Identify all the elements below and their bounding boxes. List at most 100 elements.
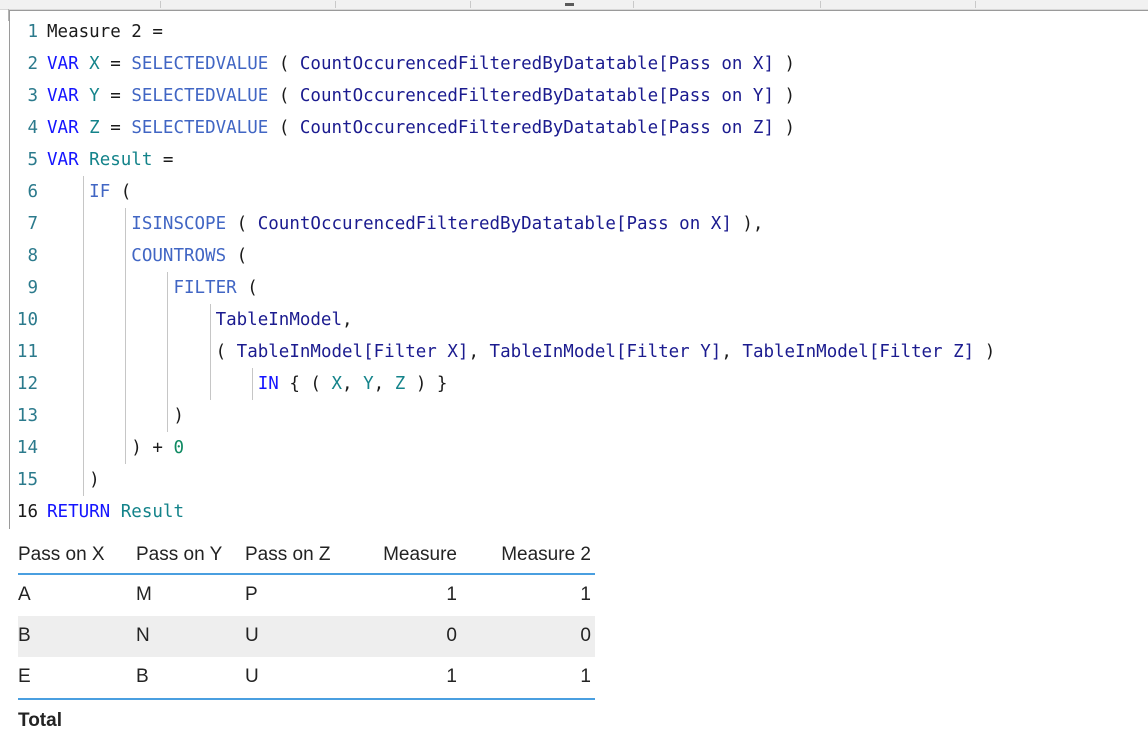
code-token: = [99,118,132,138]
indent-guide [167,304,169,336]
code-token: CountOccurencedFilteredByDatatable[Pass … [299,54,775,74]
indent-guide [209,336,211,368]
code-text: VAR X = SELECTEDVALUE ( CountOccurencedF… [47,48,795,80]
table-total-row[interactable]: Total [18,699,595,742]
indent-guide [83,304,85,336]
column-header[interactable]: Measure 2 [461,540,595,575]
code-token: VAR [47,54,90,74]
table-cell: A [18,584,31,605]
code-line[interactable]: 5 VAR Result = [10,144,1148,176]
code-token: { ( [278,374,332,394]
code-token: ) [774,86,796,106]
indent-guide [167,336,169,368]
code-token [47,374,258,394]
line-number: 1 [27,22,38,42]
code-text: ISINSCOPE ( CountOccurencedFilteredByDat… [47,208,763,240]
indent-guide [125,368,127,400]
column-header[interactable]: Pass on X [18,540,136,575]
code-token: , [721,342,743,362]
code-text: IN { ( X, Y, Z ) } [47,368,448,400]
column-header[interactable]: Pass on Z [245,540,333,575]
code-token: VAR [47,118,90,138]
code-token: TableInModel[Filter X] [236,342,469,362]
column-header[interactable]: Pass on Y [136,540,245,575]
code-line[interactable]: 2 VAR X = SELECTEDVALUE ( CountOccurenced… [10,48,1148,80]
table-cell: P [245,584,258,605]
code-token [47,214,131,234]
code-text: COUNTROWS ( [47,240,247,272]
code-line[interactable]: 13 ) [10,400,1148,432]
total-cell [461,699,595,742]
code-token: ) [47,406,184,426]
table-cell: 1 [446,584,457,605]
code-token: IN [257,374,279,394]
indent-guide [125,304,127,336]
code-token: ) } [405,374,448,394]
code-token: COUNTROWS [131,246,227,266]
code-token: SELECTEDVALUE [131,54,269,74]
code-token: Result [120,502,184,522]
indent-guide [83,208,85,240]
code-line[interactable]: 10 TableInModel, [10,304,1148,336]
line-number: 13 [16,406,38,426]
indent-guide [83,336,85,368]
code-token: = [99,86,132,106]
table-cell: N [136,616,245,657]
indent-guide [167,368,169,400]
line-number: 10 [16,310,38,330]
code-token: ) [774,54,796,74]
column-header[interactable]: Measure [333,540,461,575]
code-text: FILTER ( [47,272,257,304]
code-line[interactable]: 8 COUNTROWS ( [10,240,1148,272]
code-line[interactable]: 15 ) [10,464,1148,496]
code-token: ) [47,470,100,490]
code-line[interactable]: 12 IN { ( X, Y, Z ) } [10,368,1148,400]
line-number: 4 [27,118,38,138]
line-number: 2 [27,54,38,74]
code-token: Result [89,150,153,170]
code-token: ( [268,86,300,106]
chrome-tick [820,1,821,8]
code-line[interactable]: 9 FILTER ( [10,272,1148,304]
chrome-tick [335,1,336,8]
line-number: 8 [27,246,38,266]
code-token: , [342,310,353,330]
code-token: CountOccurencedFilteredByDatatable[Pass … [299,86,775,106]
code-token: RETURN [47,502,121,522]
indent-guide [209,304,211,336]
code-token: SELECTEDVALUE [131,118,269,138]
code-text: TableInModel, [47,304,353,336]
indent-guide [125,336,127,368]
table-cell: E [18,657,136,700]
indent-guide [167,400,169,432]
code-line[interactable]: 11 ( TableInModel[Filter X], TableInMode… [10,336,1148,368]
code-line[interactable]: 14 ) + 0 [10,432,1148,464]
code-token: ( [268,54,300,74]
code-token [47,246,131,266]
code-token: X [89,54,100,74]
code-token [47,278,173,298]
indent-guide [83,464,85,496]
code-line[interactable]: 7 ISINSCOPE ( CountOccurencedFilteredByD… [10,208,1148,240]
line-number: 6 [27,182,38,202]
code-line[interactable]: 6 IF ( [10,176,1148,208]
table-cell: U [245,616,333,657]
code-token: Z [89,118,100,138]
code-text: VAR Result = [47,144,173,176]
chrome-tick [470,1,471,8]
table-cell: 1 [461,657,595,700]
code-token [47,310,216,330]
code-token: ( [226,214,258,234]
line-number: 5 [27,150,38,170]
